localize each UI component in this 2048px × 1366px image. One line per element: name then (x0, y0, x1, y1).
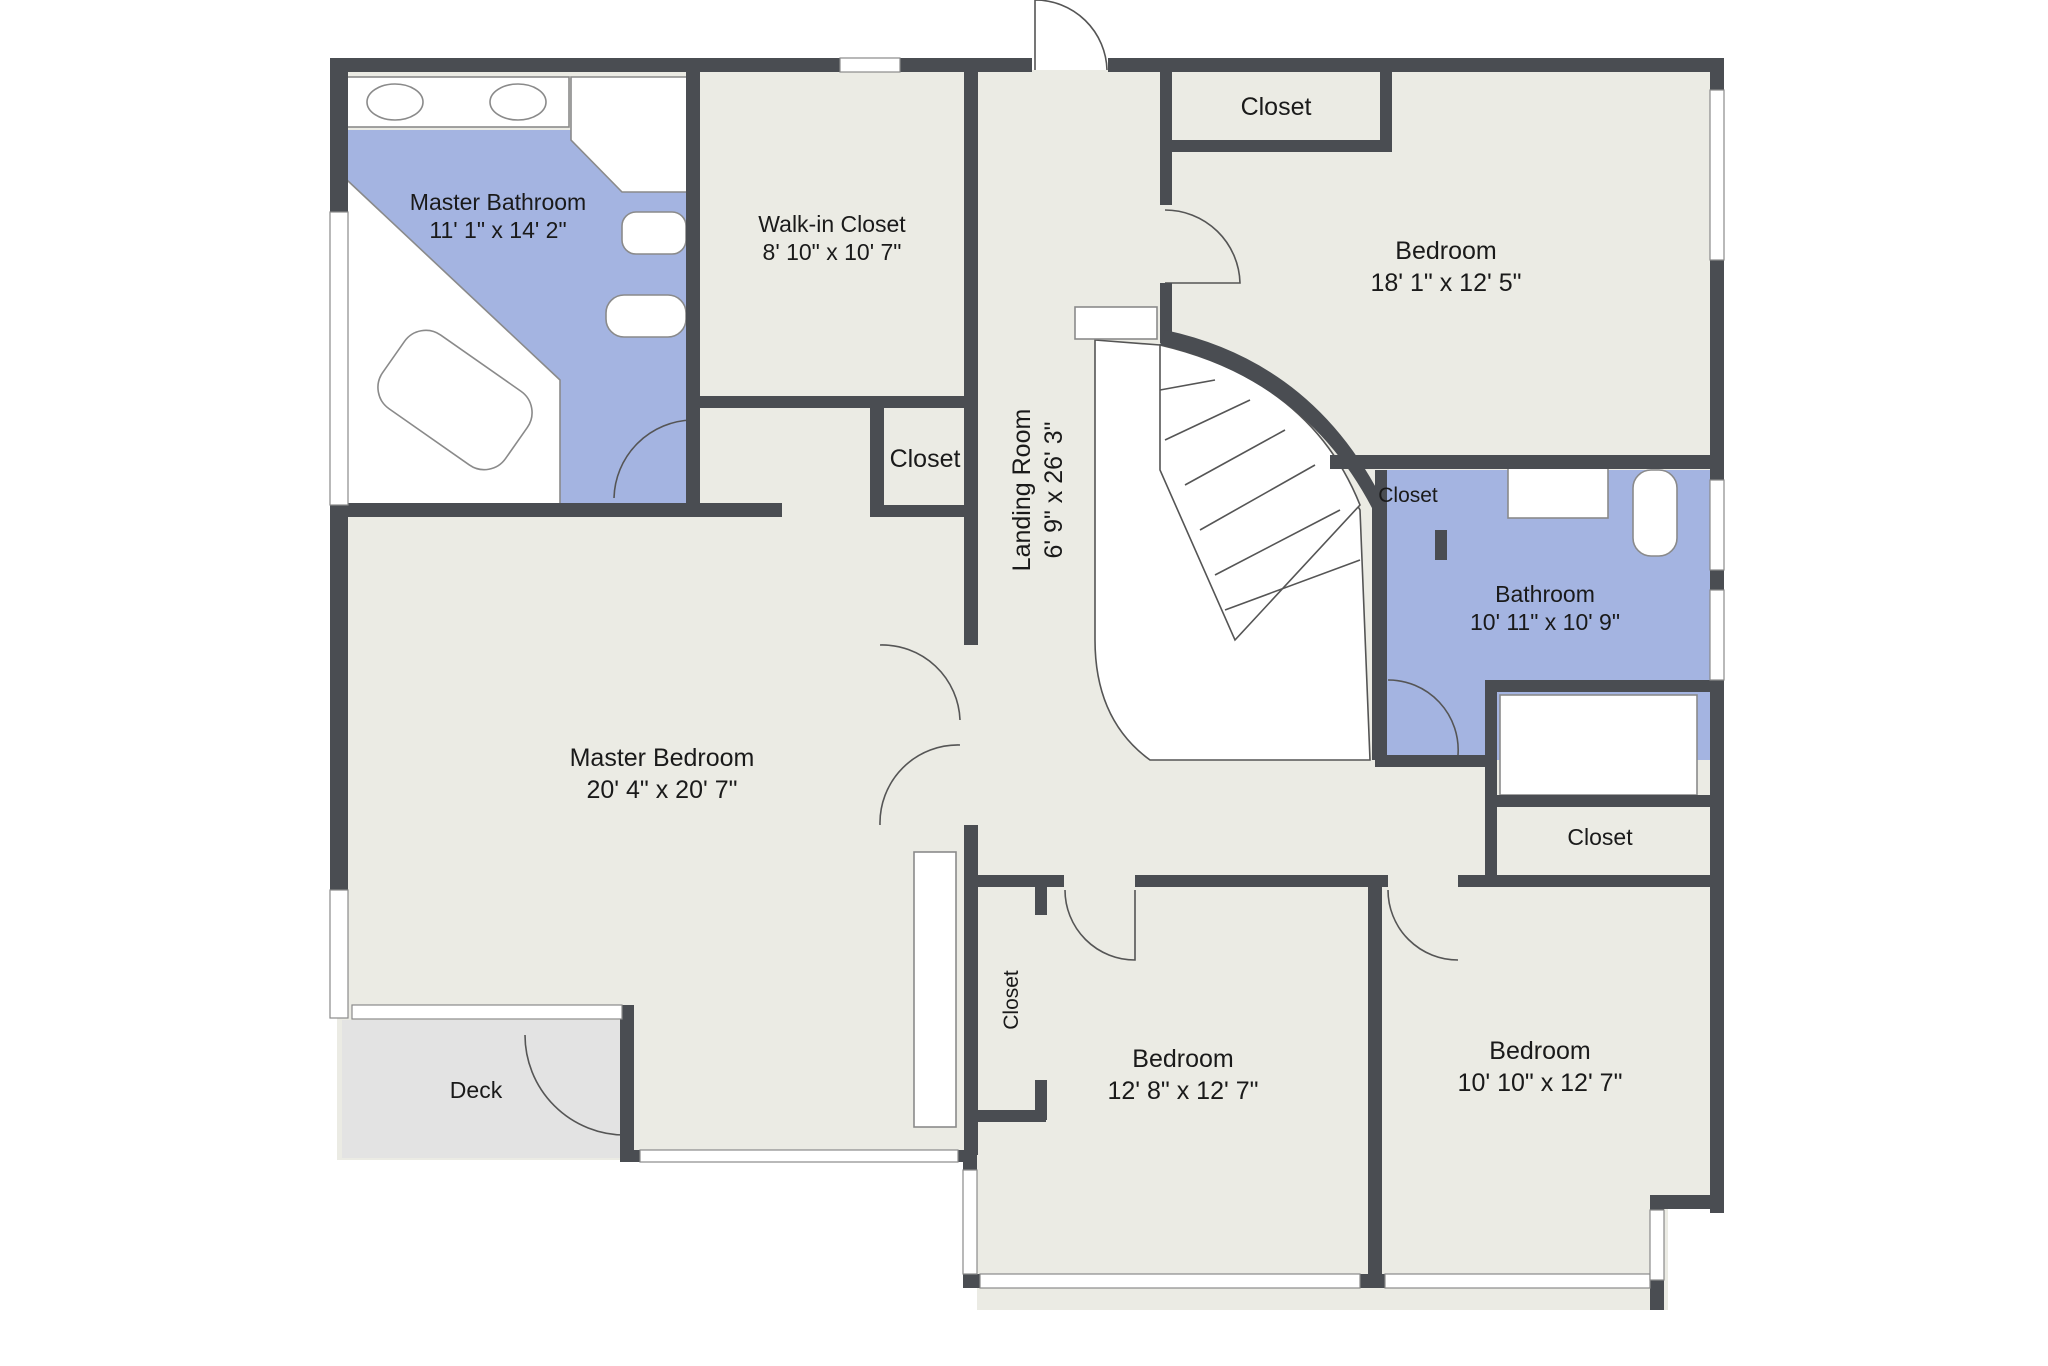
sink-icon (1507, 467, 1609, 519)
room-labels: Master Bathroom 11' 1" x 14' 2" Walk-in … (410, 93, 1633, 1105)
bedroom-door (879, 744, 961, 826)
deck-label: Deck (450, 1077, 503, 1103)
walls (329, 57, 1725, 1310)
bedroom-door (1164, 209, 1241, 284)
walkin-closet-name: Walk-in Closet (758, 211, 906, 237)
master-bathroom-size: 11' 1" x 14' 2" (429, 217, 566, 243)
bedroom-ne-size: 18' 1" x 12' 5" (1370, 269, 1521, 297)
sink-icon (489, 83, 547, 121)
bedroom-door (1387, 889, 1459, 961)
landing-name: Landing Room (1008, 409, 1036, 572)
closet-bath-label: Closet (1378, 484, 1438, 507)
bedroom-ne-name: Bedroom (1395, 237, 1496, 265)
bedroom-south-name: Bedroom (1132, 1045, 1233, 1073)
staircase (1074, 306, 1371, 761)
toilet-icon (605, 294, 687, 338)
closet-vertical-label: Closet (1000, 970, 1023, 1030)
outside-se (1668, 1200, 1728, 1320)
master-bathroom-name: Master Bathroom (410, 189, 586, 215)
bedroom-door (1064, 889, 1136, 961)
stair-rail (1074, 306, 1158, 340)
doors (524, 0, 1459, 1136)
closet-top-label: Closet (1241, 93, 1312, 121)
bath-door (1387, 679, 1459, 756)
outside-sw (337, 1160, 977, 1320)
closet-east-label: Closet (1567, 824, 1633, 850)
bathroom-name: Bathroom (1495, 581, 1595, 607)
sink-icon (366, 83, 424, 121)
bathtub-icon (377, 329, 533, 471)
walkin-closet-size: 8' 10" x 10' 7" (763, 239, 902, 265)
master-bedroom-size: 20' 4" x 20' 7" (586, 776, 737, 804)
closet-shelf (913, 851, 957, 1128)
bedroom-se-name: Bedroom (1489, 1037, 1590, 1065)
bedroom-se-size: 10' 10" x 12' 7" (1458, 1069, 1623, 1097)
bath-door (613, 419, 693, 499)
landing-size: 6' 9" x 26' 3" (1040, 421, 1068, 558)
deck-floor (342, 1020, 632, 1158)
entry-door (1034, 0, 1108, 71)
master-bedroom-name: Master Bedroom (570, 744, 755, 772)
bathroom-size: 10' 11" x 10' 9" (1470, 609, 1620, 635)
deck-door (524, 1034, 626, 1136)
toilet-icon (1632, 469, 1678, 557)
bedroom-south-size: 12' 8" x 12' 7" (1107, 1077, 1258, 1105)
bedroom-door (879, 644, 961, 721)
toilet-icon (621, 211, 687, 255)
closet-mid-label: Closet (890, 445, 961, 473)
shower-icon (570, 76, 689, 193)
shower-icon (1499, 694, 1698, 796)
